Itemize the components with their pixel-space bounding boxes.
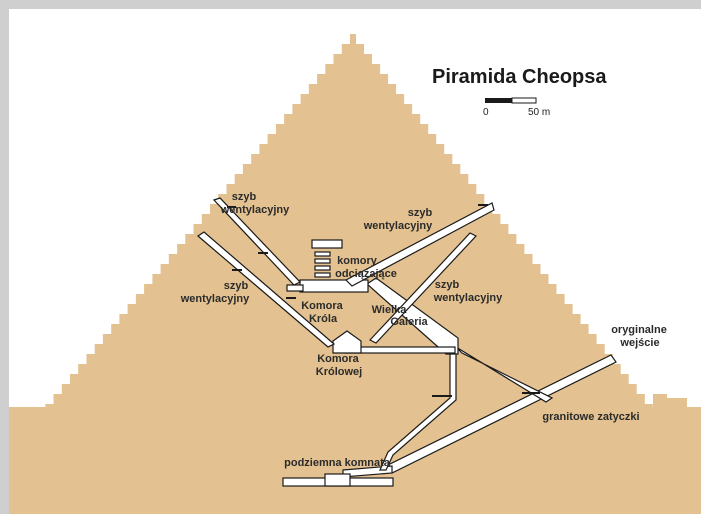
right-structure-2: [667, 398, 687, 407]
queens-chamber: [332, 330, 362, 354]
label-grand-gallery-2: Galeria: [390, 316, 428, 328]
scale-bar-light: [511, 97, 537, 104]
scale-bar: 0 50 m: [483, 97, 550, 118]
passages: [197, 197, 617, 487]
lower-north-shaft: [197, 231, 336, 348]
label-original-entrance-2: wejście: [619, 337, 659, 349]
label-relieving-1: komory: [337, 255, 378, 267]
label-original-entrance-1: oryginalne: [611, 324, 667, 336]
label-kings-chamber-1: Komora: [301, 300, 343, 312]
kings-antechamber: [286, 284, 304, 292]
label-subterranean-chamber: podziemna komnata: [284, 457, 391, 469]
pyramid-body: [45, 34, 657, 414]
label-queens-chamber-1: Komora: [317, 353, 359, 365]
relieving-chamber-2: [314, 258, 331, 264]
shaft-markings: [227, 204, 540, 397]
relieving-chamber-top: [311, 239, 343, 249]
bedrock: [9, 407, 701, 514]
ascending-passage: [455, 346, 554, 403]
scale-zero: 0: [483, 107, 489, 118]
scale-bar-dark: [485, 98, 512, 103]
diagram-title: Piramida Cheopsa: [432, 66, 607, 88]
label-relieving-2: odciążające: [335, 268, 397, 280]
grand-gallery: [366, 277, 459, 355]
relieving-chamber-1: [314, 251, 331, 257]
label-shaft-north-upper-1: szyb: [232, 191, 257, 203]
upper-north-shaft: [212, 197, 301, 286]
label-shaft-south-lower-2: wentylacyjny: [433, 292, 503, 304]
labels: szyb wentylacyjny szyb wentylacyjny szyb…: [180, 191, 667, 469]
label-shaft-north-lower-2: wentylacyjny: [180, 293, 250, 305]
scale-end: 50 m: [528, 107, 550, 118]
relieving-chamber-4: [314, 272, 331, 278]
label-shaft-south-lower-1: szyb: [435, 279, 460, 291]
upper-south-shaft: [345, 202, 495, 287]
label-shaft-north-lower-1: szyb: [224, 280, 249, 292]
label-kings-chamber-2: Króla: [309, 313, 338, 325]
lower-south-shaft: [369, 232, 477, 344]
well-shaft: [379, 351, 457, 471]
label-queens-chamber-2: Królowej: [316, 366, 362, 378]
label-grand-gallery-1: Wielka: [372, 304, 408, 316]
label-granite-plugs: granitowe zatyczki: [542, 411, 639, 423]
subterranean-pit: [324, 473, 351, 487]
label-shaft-north-upper-2: wentylacyjny: [220, 204, 290, 216]
label-shaft-south-upper-2: wentylacyjny: [363, 220, 433, 232]
right-structure: [653, 394, 667, 407]
relieving-chamber-3: [314, 265, 331, 271]
label-shaft-south-upper-1: szyb: [408, 207, 433, 219]
